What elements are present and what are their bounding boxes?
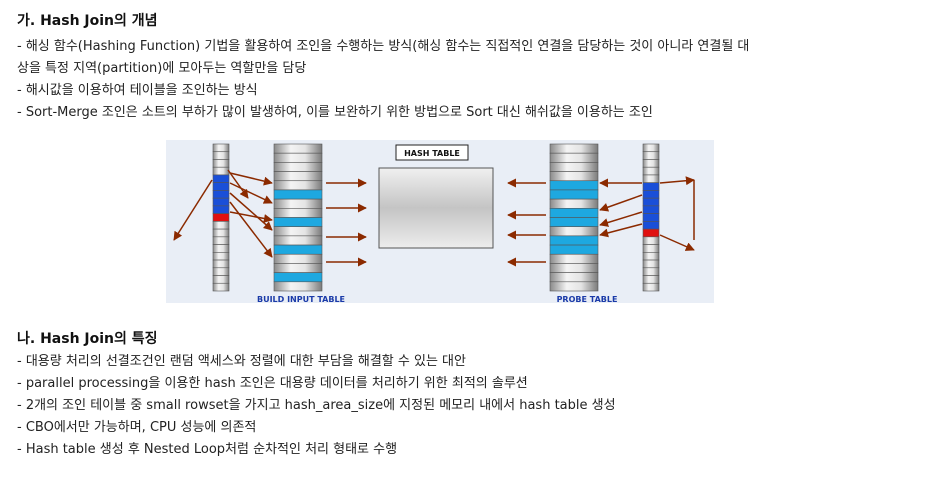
build-narrow-column-row xyxy=(212,259,230,269)
build-wide-column-row xyxy=(273,226,323,237)
build-wide-column-row xyxy=(273,198,323,209)
probe-wide-column-row xyxy=(549,263,599,273)
build-wide-column-row xyxy=(273,171,323,182)
build-arrow xyxy=(229,192,273,231)
probe-narrow-column-row xyxy=(642,244,660,253)
build-input-table-label: BUILD INPUT TABLE xyxy=(257,295,345,303)
probe-arrow xyxy=(599,211,643,227)
build-narrow-column-row xyxy=(212,182,230,191)
build-narrow-column-row xyxy=(212,190,230,199)
build-narrow-column-row xyxy=(212,221,230,230)
probe-narrow-column-row xyxy=(642,228,660,238)
build-narrow-column-row xyxy=(212,151,230,160)
probe-wide-column-row xyxy=(549,235,599,246)
probe-narrow-column-row xyxy=(642,221,660,230)
hash-table-label: HASH TABLE xyxy=(404,149,460,158)
build-narrow-column-row xyxy=(212,205,230,214)
probe-narrow-column-row xyxy=(642,275,660,284)
probe-wide-column-row xyxy=(549,143,599,154)
build-wide-column-row xyxy=(273,244,323,255)
section2-line-4: - CBO에서만 가능하며, CPU 성능에 의존적 xyxy=(17,420,257,435)
build-out-arrow xyxy=(173,179,213,241)
probe-out-arrow xyxy=(659,176,695,186)
probe-wide-column-row xyxy=(549,244,599,255)
probe-narrow-column-row xyxy=(642,182,660,191)
probe-wide-column-row xyxy=(549,281,599,292)
build-narrow-column-row xyxy=(212,275,230,284)
build-narrow-column-row xyxy=(212,174,230,183)
build-narrow-column-row xyxy=(212,252,230,261)
probe-narrow-column-row xyxy=(642,236,660,245)
probe-wide-column-row xyxy=(549,152,599,163)
build-narrow-column-row xyxy=(212,197,230,207)
section1-line-4: - Sort-Merge 조인은 소트의 부하가 많이 발생하여, 이를 보완하… xyxy=(17,105,653,120)
section1-title: 가. Hash Join의 개념 xyxy=(17,13,158,29)
probe-wide-column-row xyxy=(549,253,599,264)
probe-narrow-column-row xyxy=(642,197,660,207)
build-wide-column-row xyxy=(273,208,323,218)
probe-narrow-column-row xyxy=(642,205,660,214)
build-wide-column-row xyxy=(273,253,323,264)
build-narrow-column-row xyxy=(212,228,230,238)
probe-narrow-column-row xyxy=(642,166,660,176)
probe-wide-column-row xyxy=(549,272,599,283)
section2-title: 나. Hash Join의 특징 xyxy=(17,331,158,347)
probe-arrow xyxy=(599,194,643,212)
section1-line-3: - 해시값을 이용하여 테이블을 조인하는 방식 xyxy=(17,83,258,98)
build-narrow-column-row xyxy=(212,236,230,245)
probe-narrow-column-row xyxy=(642,213,660,222)
probe-narrow-column-row xyxy=(642,143,660,153)
build-narrow-column-row xyxy=(212,166,230,176)
hash-table-label-box xyxy=(395,144,469,161)
build-wide-column-row xyxy=(273,217,323,227)
probe-narrow-column-row xyxy=(642,282,660,292)
probe-wide-column-row xyxy=(549,208,599,218)
probe-wide-column-row xyxy=(549,180,599,191)
probe-wide-column-row xyxy=(549,226,599,237)
build-wide-column-row xyxy=(273,235,323,246)
probe-arrow xyxy=(599,223,643,238)
build-wide-column-row xyxy=(273,272,323,283)
probe-wide-column-row xyxy=(549,198,599,209)
section2-line-3: - 2개의 조인 테이블 중 small rowset을 가지고 hash_ar… xyxy=(17,398,616,413)
section1-line-2: 상을 특정 지역(partition)에 모아두는 역할만을 담당 xyxy=(17,61,307,76)
probe-narrow-column-row xyxy=(642,174,660,183)
probe-out-arrow xyxy=(659,234,695,251)
build-arrow xyxy=(229,182,273,204)
section1-line-1: - 해싱 함수(Hashing Function) 기법을 활용하여 조인을 수… xyxy=(17,39,750,54)
section2-line-5: - Hash table 생성 후 Nested Loop처럼 순차적인 처리 … xyxy=(17,442,398,457)
probe-narrow-column-row xyxy=(642,190,660,199)
probe-table-label: PROBE TABLE xyxy=(557,295,618,303)
build-wide-column-row xyxy=(273,180,323,191)
build-narrow-column-row xyxy=(212,244,230,253)
section2-line-2: - parallel processing을 이용한 hash 조인은 대용량 … xyxy=(17,376,528,391)
probe-wide-column-row xyxy=(549,171,599,182)
hash-join-diagram: HASH TABLE BUILD INPUT TABLE PROBE TABLE xyxy=(166,140,714,304)
build-arrow xyxy=(229,201,273,258)
build-out-arrow xyxy=(227,169,249,199)
build-arrow xyxy=(229,172,273,186)
build-arrow xyxy=(229,211,273,223)
build-wide-column-row xyxy=(273,281,323,292)
build-wide-column-row xyxy=(273,263,323,273)
probe-narrow-column-row xyxy=(642,159,660,168)
build-wide-column-row xyxy=(273,143,323,154)
probe-wide-column-row xyxy=(549,217,599,227)
probe-narrow-column-row xyxy=(642,252,660,261)
build-wide-column-row xyxy=(273,152,323,163)
probe-wide-column-row xyxy=(549,162,599,172)
hash-table-box: HASH TABLE xyxy=(378,144,494,249)
build-narrow-column-row xyxy=(212,267,230,276)
probe-narrow-column-row xyxy=(642,259,660,269)
section2-line-1: - 대용량 처리의 선결조건인 랜덤 액세스와 정렬에 대한 부담을 해결할 수… xyxy=(17,354,466,369)
build-narrow-column-row xyxy=(212,282,230,292)
probe-wide-column-row xyxy=(549,189,599,200)
build-wide-column-row xyxy=(273,162,323,172)
probe-narrow-column-row xyxy=(642,267,660,276)
build-narrow-column-row xyxy=(212,143,230,153)
build-narrow-column-row xyxy=(212,213,230,222)
build-narrow-column-row xyxy=(212,159,230,168)
probe-narrow-column-row xyxy=(642,151,660,160)
build-wide-column-row xyxy=(273,189,323,200)
